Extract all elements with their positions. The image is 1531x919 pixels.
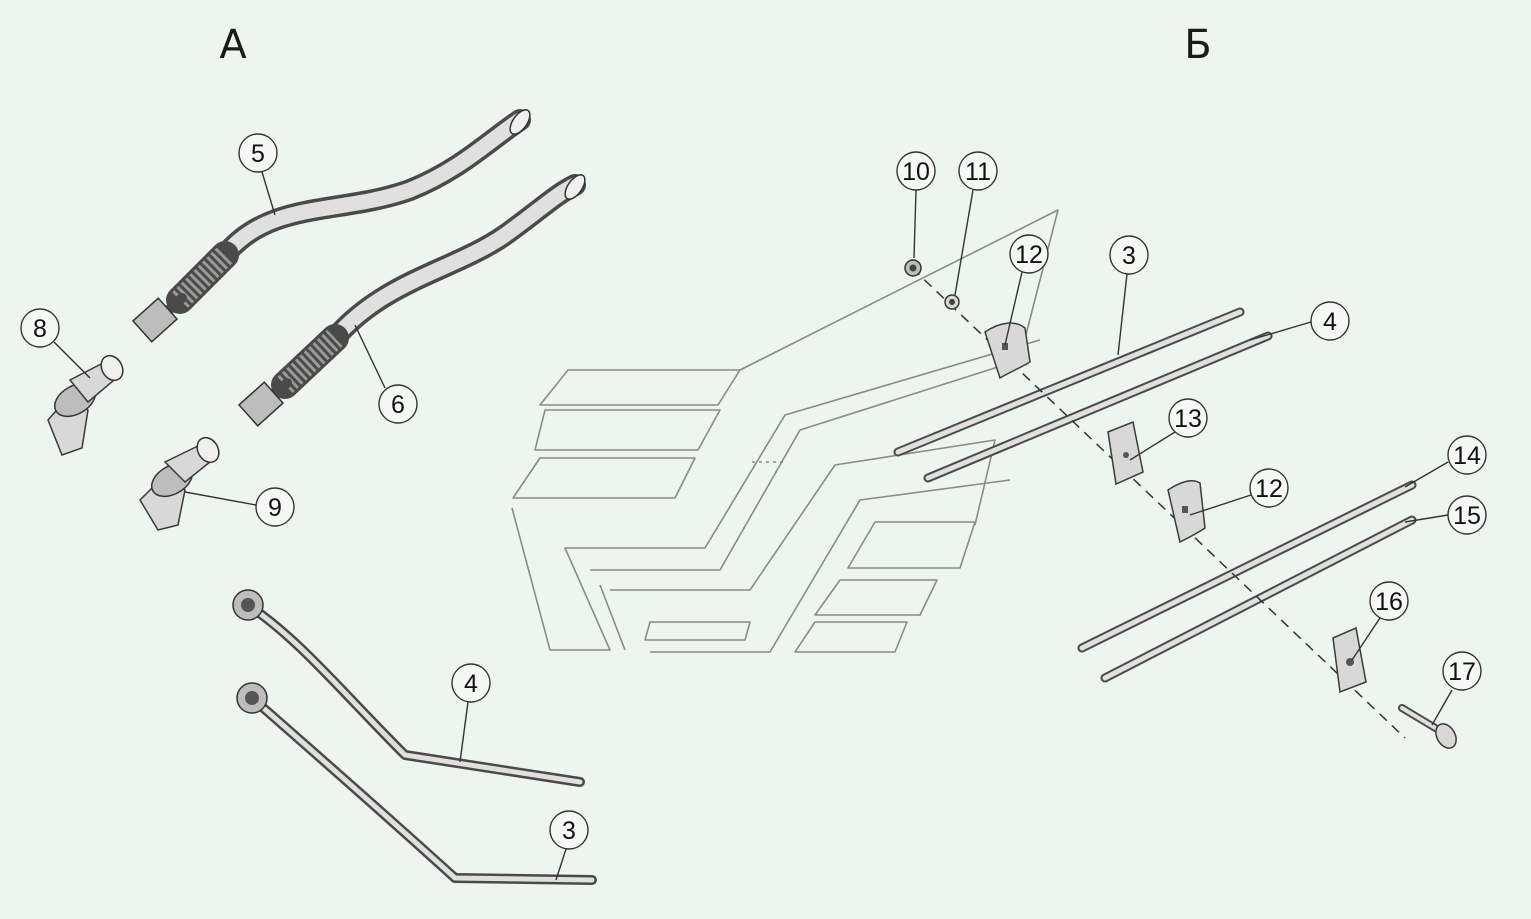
clamp-12-top	[984, 322, 1031, 380]
svg-text:14: 14	[1453, 442, 1481, 470]
svg-text:13: 13	[1174, 405, 1202, 433]
bolt-17	[1398, 704, 1457, 749]
svg-text:11: 11	[965, 158, 991, 186]
callout-15: 15	[1404, 495, 1487, 535]
tube-4-view-a	[232, 589, 585, 787]
callout-3-view-a: 3	[549, 810, 589, 881]
callout-4-view-b: 4	[1249, 301, 1350, 341]
callout-10: 10	[896, 151, 936, 259]
svg-text:3: 3	[1122, 242, 1136, 270]
nut-10	[904, 259, 922, 277]
washer-11	[944, 294, 960, 310]
callout-16: 16	[1351, 581, 1409, 661]
svg-text:12: 12	[1255, 475, 1283, 503]
callout-14: 14	[1404, 435, 1487, 488]
plate-16	[1332, 626, 1367, 694]
callout-8: 8	[20, 308, 91, 379]
svg-text:17: 17	[1448, 658, 1476, 686]
callout-12-top: 12	[1004, 234, 1049, 346]
clamp-12-bottom	[1167, 480, 1206, 544]
svg-text:15: 15	[1453, 502, 1481, 530]
svg-text:3: 3	[562, 817, 576, 845]
view-a-title: А	[219, 22, 247, 68]
assembly-axis	[911, 267, 1406, 739]
svg-text:10: 10	[902, 158, 930, 186]
tube-4-view-b	[923, 331, 1273, 483]
elbow-fitting-9	[139, 436, 220, 531]
callout-5: 5	[238, 133, 278, 216]
callout-4-view-a: 4	[451, 663, 491, 763]
svg-text:4: 4	[464, 670, 478, 698]
callout-12-bottom: 12	[1189, 468, 1289, 516]
callout-6: 6	[354, 324, 418, 424]
tube-3-view-a	[236, 682, 597, 885]
svg-text:9: 9	[268, 494, 282, 522]
tube-3-view-b	[893, 307, 1245, 457]
plate-13	[1107, 420, 1144, 486]
callout-11: 11	[954, 151, 998, 296]
callout-17: 17	[1431, 651, 1482, 726]
hose-6-corrugation	[271, 324, 349, 399]
svg-text:5: 5	[251, 140, 265, 168]
svg-text:4: 4	[1323, 308, 1337, 336]
tube-14	[1077, 480, 1417, 653]
hose-5	[131, 109, 531, 343]
elbow-fitting-8	[47, 354, 124, 456]
hose-5-corrugation	[166, 241, 239, 314]
svg-text:16: 16	[1375, 588, 1403, 616]
callout-9: 9	[184, 487, 295, 527]
svg-text:6: 6	[391, 391, 405, 419]
svg-text:12: 12	[1015, 241, 1043, 269]
view-b-title: Б	[1184, 22, 1211, 68]
svg-text:8: 8	[33, 315, 47, 343]
callout-13: 13	[1129, 398, 1208, 461]
frame-outline	[511, 209, 1059, 653]
callout-3-view-b: 3	[1109, 235, 1149, 356]
hose-6	[237, 174, 586, 427]
